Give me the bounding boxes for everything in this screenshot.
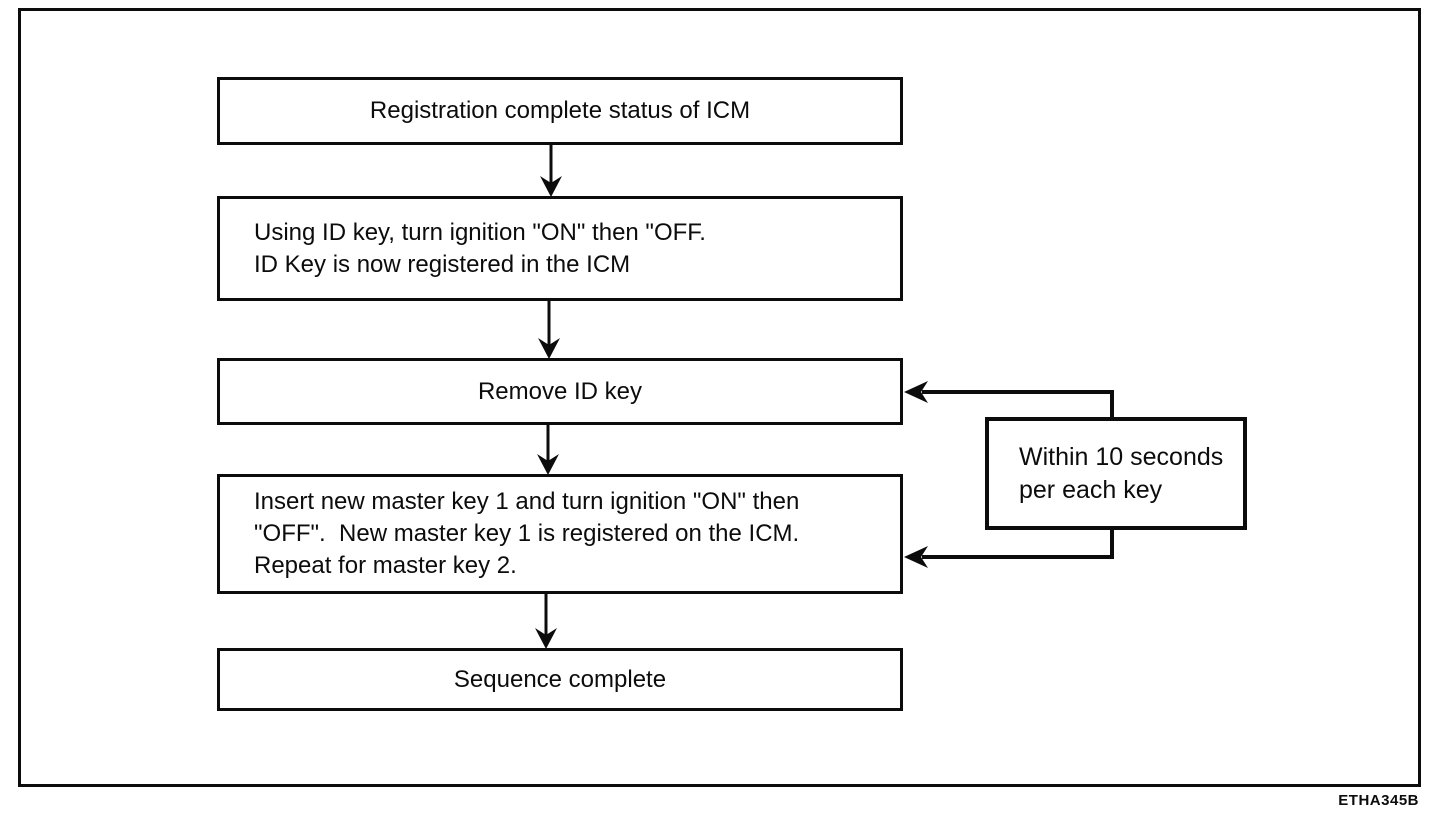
flow-box-registration-status: Registration complete status of ICM — [217, 77, 903, 145]
flow-box-label-line1: Using ID key, turn ignition "ON" then "O… — [254, 218, 706, 246]
flow-box-label-line3: Repeat for master key 2. — [254, 552, 517, 579]
flow-box-label: Sequence complete — [453, 665, 667, 693]
flow-box-label: Remove ID key — [477, 377, 643, 405]
arrow-down-using-to-remove — [538, 301, 560, 359]
flow-box-insert-master-key: Insert new master key 1 and turn ignitio… — [217, 474, 903, 594]
arrow-down-remove-to-insert — [537, 425, 559, 475]
flow-box-remove-id-key: Remove ID key — [217, 358, 903, 425]
flow-box-sequence-complete: Sequence complete — [217, 648, 903, 711]
flow-box-label: Registration complete status of ICM — [369, 97, 751, 124]
arrow-down-insert-to-sequence — [535, 594, 557, 649]
arrow-down-registration-to-using — [540, 145, 562, 197]
flow-box-label-line1: Insert new master key 1 and turn ignitio… — [254, 488, 800, 515]
flow-box-label-line2: "OFF". New master key 1 is registered on… — [254, 520, 800, 547]
note-line1: Within 10 seconds — [1019, 442, 1224, 471]
note-line2: per each key — [1019, 475, 1163, 504]
flow-box-label-line2: ID Key is now registered in the ICM — [254, 250, 631, 278]
figure-code: ETHA345B — [1338, 792, 1419, 809]
note-box-within-10-seconds: Within 10 seconds per each key — [985, 417, 1247, 530]
flow-box-using-id-key: Using ID key, turn ignition "ON" then "O… — [217, 196, 903, 301]
diagram-border — [18, 8, 1421, 787]
